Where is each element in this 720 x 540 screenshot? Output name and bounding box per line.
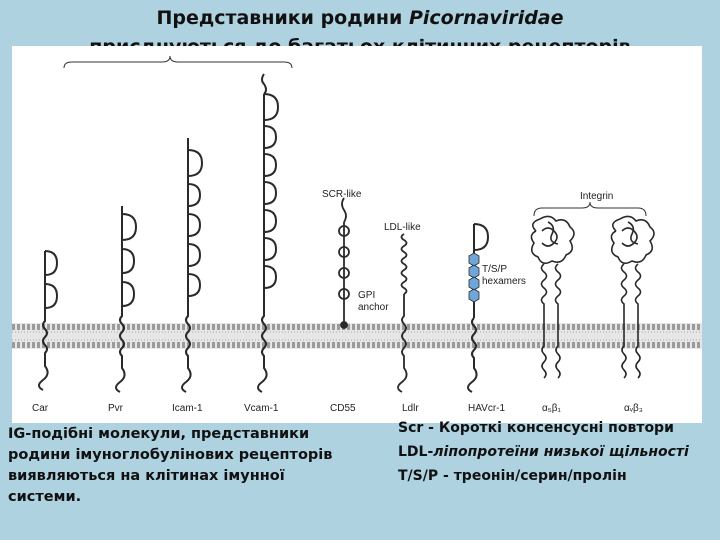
legend-tsp: T/S/P - треонін/серин/пролін bbox=[398, 468, 713, 485]
label-pvr: Pvr bbox=[108, 403, 124, 414]
label-ldl-like: LDL-like bbox=[384, 222, 421, 233]
receptor-integrin-avb3 bbox=[610, 215, 655, 379]
label-gpi: GPI bbox=[358, 290, 375, 301]
label-havcr-1: HAVcr-1 bbox=[468, 403, 505, 414]
label-car: Car bbox=[32, 403, 49, 414]
receptor-car bbox=[38, 250, 59, 391]
cell-membrane bbox=[12, 323, 702, 349]
label-scr-like: SCR-like bbox=[322, 189, 362, 200]
title-prefix: Представники родини bbox=[156, 7, 409, 29]
legend-ldl-def: ліпопротеїни низької щільності bbox=[433, 444, 689, 460]
receptor-cd55 bbox=[338, 197, 350, 329]
legend-ldl-term: LDL- bbox=[398, 444, 434, 460]
title-line-1: Представники родини Picornaviridae bbox=[0, 4, 720, 33]
legend-scr: Scr - Короткі консенсусні повтори bbox=[398, 420, 713, 437]
label-integrin: Integrin bbox=[580, 191, 613, 202]
label-avb3: αᵥβ₃ bbox=[624, 403, 643, 414]
receptor-pvr bbox=[115, 206, 138, 393]
label-a5b1: α₅β₁ bbox=[542, 403, 562, 414]
ig-bracket bbox=[63, 55, 293, 69]
legend-ldl: LDL-ліпопротеїни низької щільності bbox=[398, 444, 713, 461]
ig-description: IG-подібні молекули, представники родини… bbox=[8, 426, 333, 505]
label-cd55: CD55 bbox=[330, 403, 356, 414]
label-hexamers: hexamers bbox=[482, 276, 526, 287]
label-tsp: T/S/P bbox=[482, 264, 507, 275]
label-anchor: anchor bbox=[358, 302, 389, 313]
receptor-figure: SCR-like LDL-like T/S/P hexamers GPI anc… bbox=[12, 46, 702, 423]
label-ldlr: Ldlr bbox=[402, 403, 419, 414]
legend-scr-def: Короткі консенсусні повтори bbox=[438, 420, 674, 436]
receptor-icam-1 bbox=[181, 138, 204, 393]
legend-tsp-def: треонін/серин/пролін bbox=[453, 468, 627, 484]
receptor-integrin-a5b1 bbox=[530, 215, 575, 379]
abbreviation-legend: Scr - Короткі консенсусні повтори LDL-лі… bbox=[398, 420, 713, 492]
receptor-diagram: SCR-like LDL-like T/S/P hexamers GPI anc… bbox=[12, 55, 702, 414]
receptor-ldlr bbox=[397, 233, 408, 393]
title-family-name: Picornaviridae bbox=[408, 7, 564, 29]
legend-scr-term: Scr - bbox=[398, 420, 439, 436]
receptor-havcr-1 bbox=[467, 223, 490, 393]
receptor-vcam-1 bbox=[257, 73, 280, 393]
label-vcam-1: Vcam-1 bbox=[244, 403, 279, 414]
integrin-bracket bbox=[533, 201, 647, 217]
legend-tsp-term: T/S/P - bbox=[398, 468, 454, 484]
label-icam-1: Icam-1 bbox=[172, 403, 203, 414]
